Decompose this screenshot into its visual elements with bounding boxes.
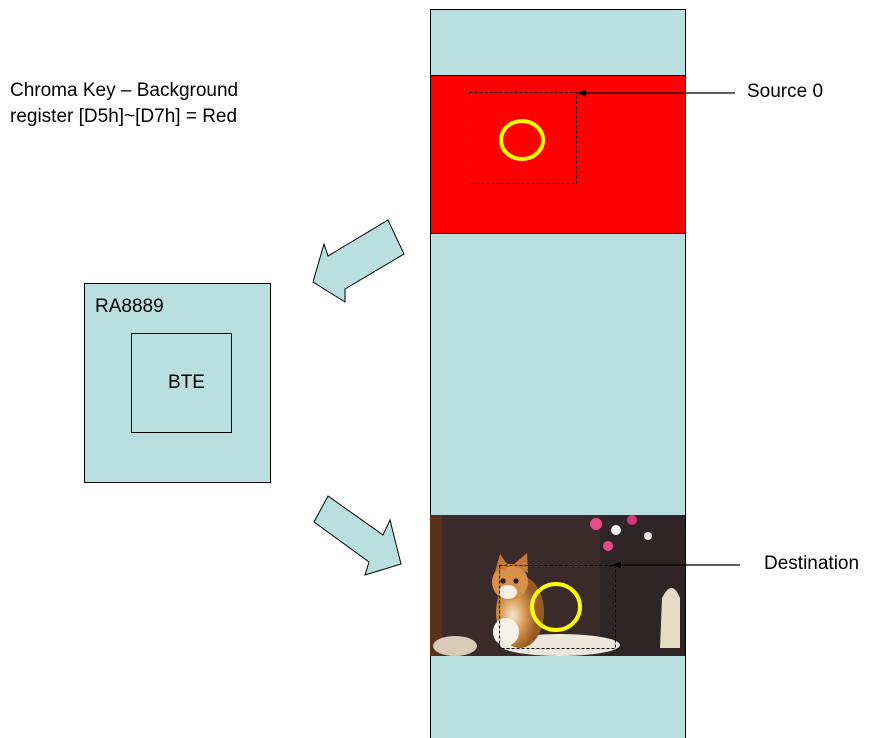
destination-pointer-arrowhead [612,561,621,569]
ra8889-chip-box: RA8889 BTE [84,283,271,483]
source-pointer-arrowhead [577,89,586,97]
caption-line-1: Chroma Key – Background [10,80,239,101]
bte-engine-box: BTE [131,333,232,433]
source-label: Source 0 [747,81,824,102]
source-region [430,75,686,234]
kitten-photo-icon [430,515,685,656]
destination-window [499,565,616,649]
bte-label: BTE [168,372,205,393]
bte-to-destination-arrow [313,495,402,576]
source-window [469,92,577,184]
destination-circle [530,582,582,632]
chroma-key-caption: Chroma Key – Background register [D5h]~[… [10,78,238,130]
destination-label: Destination [764,553,860,574]
source-to-bte-arrow [312,219,405,303]
source-circle [499,119,545,161]
caption-line-2: register [D5h]~[D7h] = Red [10,106,238,127]
chip-name-label: RA8889 [95,296,164,317]
